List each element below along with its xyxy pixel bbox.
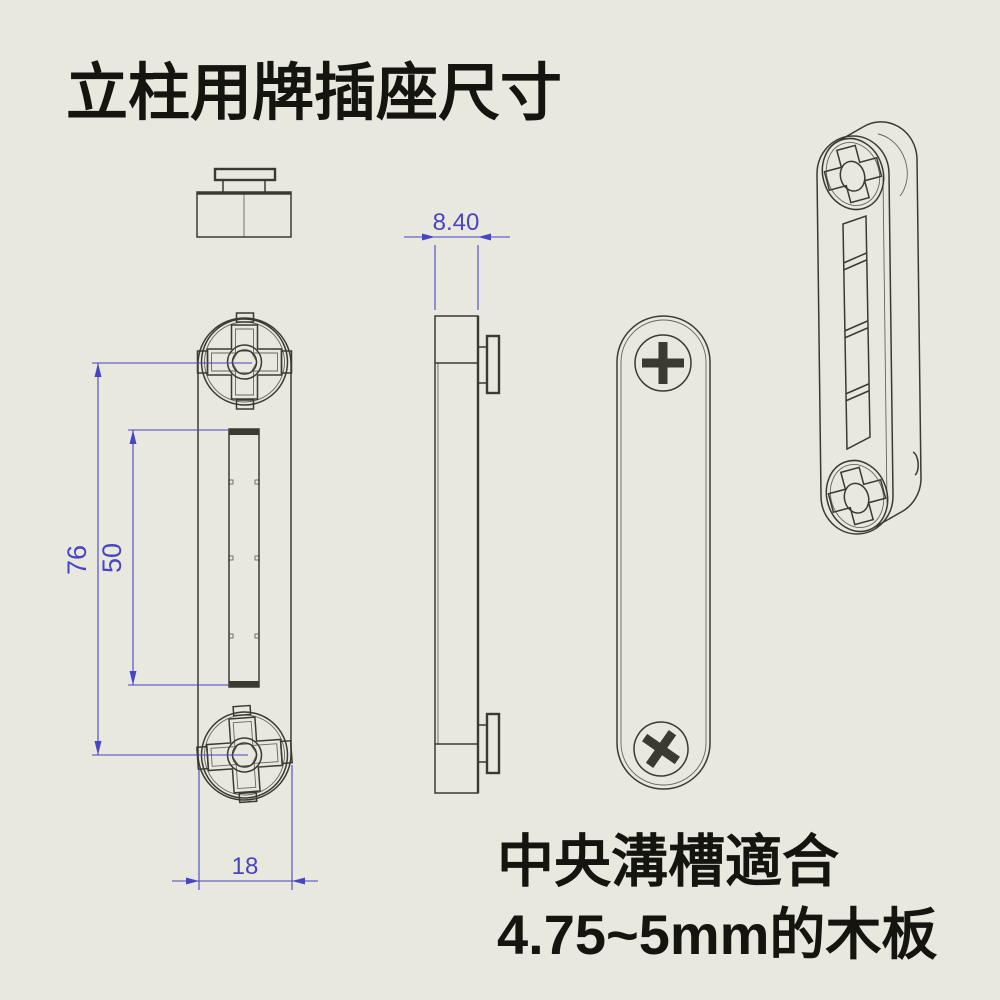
back-view [616,315,711,790]
dimension-18: 18 [172,765,318,890]
note-line-1: 中央溝槽適合 [497,830,839,894]
front-view-top-boss [196,312,293,410]
top-view [196,167,292,238]
isometric-bottom-boss [825,459,889,533]
front-view-bottom-boss [196,704,293,804]
page-title: 立柱用牌插座尺寸 [66,59,563,128]
dimension-18-label: 18 [232,853,259,880]
side-view-top-stud [478,334,501,395]
dimension-8-40: 8.40 [404,209,510,310]
isometric-top-boss [821,137,885,211]
front-view [196,312,293,804]
phillips-screw-icon [642,730,680,768]
note-line-2: 4.75~5mm的木板 [497,902,938,966]
dimension-50: 50 [97,429,230,686]
phillips-screw-icon [642,342,684,384]
isometric-view [816,121,922,535]
isometric-slot [842,214,871,451]
back-view-top-screw [634,334,692,392]
note-text: 中央溝槽適合 4.75~5mm的木板 [497,826,937,971]
dimension-76-label: 76 [62,545,92,575]
back-view-body [616,315,711,790]
dimension-50-label: 50 [97,543,127,573]
top-view-stud-cap [213,167,277,182]
front-view-slot [228,428,260,688]
side-view-bottom-stud [478,712,501,775]
dimension-76: 76 [62,362,252,756]
dimension-840-label: 8.40 [433,209,480,236]
back-view-bottom-screw [633,721,689,777]
side-view [434,315,501,794]
